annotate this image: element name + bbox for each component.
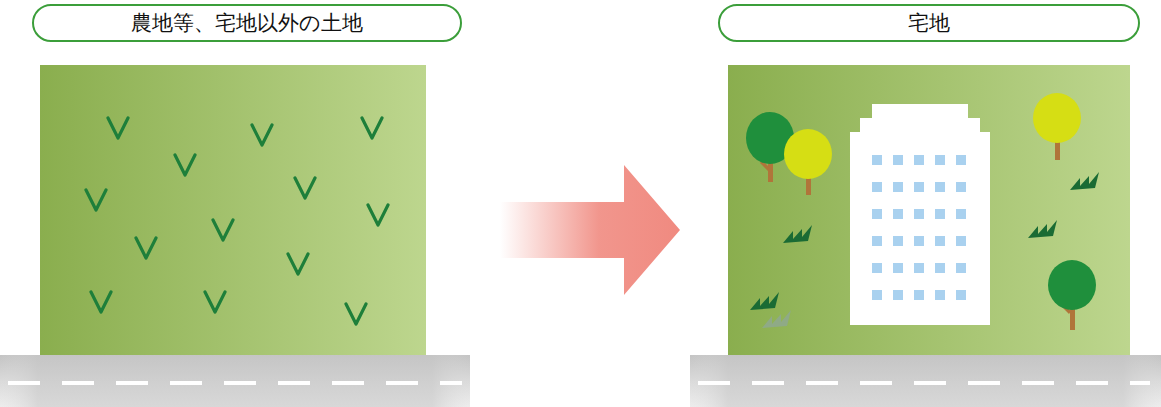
road [690, 355, 1161, 407]
tree-crown [1048, 260, 1096, 310]
crop-marks [86, 118, 388, 324]
road [0, 355, 470, 407]
building [850, 104, 990, 325]
tree-crown [784, 129, 832, 179]
stage-panel: 宅地 [718, 4, 1140, 355]
road-marking [698, 381, 1150, 385]
heading-text: 農地等、宅地以外の土地 [131, 13, 363, 34]
tree-crown [1033, 93, 1081, 143]
transition-arrow [500, 165, 680, 295]
grass-tuft [762, 310, 791, 328]
residential-land [728, 65, 1130, 355]
road-fade [0, 355, 470, 407]
road-fade [690, 355, 1161, 407]
farmland [40, 65, 426, 355]
heading-pill: 宅地 [718, 4, 1140, 42]
road-marking [8, 381, 462, 385]
building-windows [872, 155, 966, 300]
heading-text: 宅地 [908, 13, 950, 34]
stage-panel: 農地等、宅地以外の土地 [32, 4, 462, 355]
grass-tuft [750, 172, 1099, 310]
heading-pill: 農地等、宅地以外の土地 [32, 4, 462, 42]
